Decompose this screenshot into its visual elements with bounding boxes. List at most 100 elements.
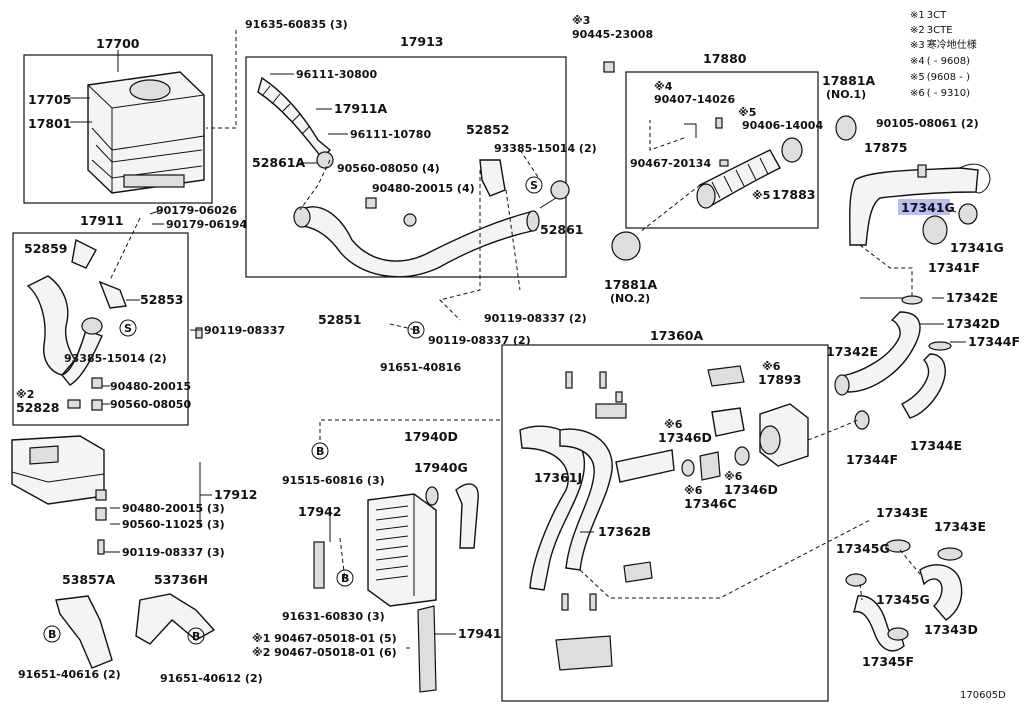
label-17341f[interactable]: 17341F xyxy=(928,260,980,275)
label-93385-15014-left[interactable]: 93385-15014 (2) xyxy=(64,352,167,365)
bolt-90119-res[interactable] xyxy=(97,539,105,555)
clamp-17342e[interactable] xyxy=(901,295,923,305)
clamp-17881a-no2[interactable] xyxy=(611,231,641,261)
label-91651-40612[interactable]: 91651-40612 (2) xyxy=(160,672,263,685)
intake-hose-17911a[interactable] xyxy=(257,76,332,160)
clamp-17344f[interactable] xyxy=(854,410,870,430)
hose-17341f[interactable] xyxy=(922,215,948,245)
bracket-lower-17893[interactable] xyxy=(711,407,745,437)
label-17342e-lower[interactable]: 17342E xyxy=(826,344,878,359)
label-90179-06194[interactable]: 90179-06194 xyxy=(166,218,247,231)
label-17343e-2[interactable]: 17343E xyxy=(934,519,986,534)
clamp-17881a-no1[interactable] xyxy=(835,115,857,141)
air-hose-17883[interactable] xyxy=(696,149,781,209)
intake-duct-17911[interactable] xyxy=(26,275,103,386)
label-17880[interactable]: 17880 xyxy=(703,51,747,66)
bolt-17360a-4[interactable] xyxy=(561,593,569,611)
label-90119-08337[interactable]: 90119-08337 xyxy=(204,324,285,337)
label-17345g-2[interactable]: 17345G xyxy=(876,592,930,607)
label-52861[interactable]: 52861 xyxy=(540,222,584,237)
label-52861a[interactable]: 52861A xyxy=(252,155,305,170)
label-53736h[interactable]: 53736H xyxy=(154,572,208,587)
pipe-17361j[interactable] xyxy=(519,425,613,591)
clamp-52861[interactable] xyxy=(550,180,570,200)
grommet-90480-left[interactable] xyxy=(91,377,103,389)
hose-17344e[interactable] xyxy=(901,353,946,419)
bracket-52852[interactable] xyxy=(479,159,506,197)
bracket-17362b[interactable] xyxy=(623,561,653,583)
air-cleaner-assembly[interactable] xyxy=(87,71,205,194)
label-17893[interactable]: 17893 xyxy=(758,372,802,387)
label-17940g[interactable]: 17940G xyxy=(414,460,468,475)
label-91651-40616[interactable]: 91651-40616 (2) xyxy=(18,668,121,681)
grommet-90480-res[interactable] xyxy=(95,489,107,501)
plug-90406[interactable] xyxy=(715,117,723,129)
label-17940d[interactable]: 17940D xyxy=(404,429,458,444)
label-17343e-1[interactable]: 17343E xyxy=(876,505,928,520)
bracket-17360a[interactable] xyxy=(595,403,627,419)
label-17344f[interactable]: 17344F xyxy=(846,452,898,467)
label-17881a-no2[interactable]: 17881A xyxy=(604,277,657,292)
label-91651-40816[interactable]: 91651-40816 xyxy=(380,361,461,374)
label-17344f-top[interactable]: 17344F xyxy=(968,334,1020,349)
bolt-90105[interactable] xyxy=(917,164,927,178)
resonator-17912[interactable] xyxy=(11,435,105,505)
bracket-bottom-17360a[interactable] xyxy=(555,635,613,671)
label-90560-11025[interactable]: 90560-11025 (3) xyxy=(122,518,225,531)
clip-90467[interactable] xyxy=(719,159,729,167)
label-90105-08061[interactable]: 90105-08061 (2) xyxy=(876,117,979,130)
label-17345g-1[interactable]: 17345G xyxy=(836,541,890,556)
label-17344e[interactable]: 17344E xyxy=(910,438,962,453)
clamp-17343e-2[interactable] xyxy=(937,547,963,561)
label-17341g[interactable]: 17341G xyxy=(950,240,1004,255)
intake-pipe-17875[interactable] xyxy=(849,163,991,246)
intercooler-17940d[interactable] xyxy=(367,493,437,607)
bracket-53857a[interactable] xyxy=(55,595,113,669)
bolt-17360a-5[interactable] xyxy=(589,593,597,611)
label-90445-23008[interactable]: 90445-23008 xyxy=(572,28,653,41)
clamp-17341g[interactable] xyxy=(958,203,978,225)
label-90467-20134[interactable]: 90467-20134 xyxy=(630,157,711,170)
label-17705[interactable]: 17705 xyxy=(28,92,72,107)
duct-17940g[interactable] xyxy=(455,483,479,549)
label-90119-08337-b[interactable]: 90119-08337 (2) xyxy=(428,334,531,347)
label-17362b[interactable]: 17362B xyxy=(598,524,651,539)
label-90560-08050[interactable]: 90560-08050 (4) xyxy=(337,162,440,175)
label-17912[interactable]: 17912 xyxy=(214,487,258,502)
label-90480-20015-left[interactable]: 90480-20015 xyxy=(110,380,191,393)
label-17942[interactable]: 17942 xyxy=(298,504,342,519)
label-17883[interactable]: 17883 xyxy=(772,187,816,202)
bolt-90119-left[interactable] xyxy=(195,327,203,339)
clamp-17343e-1[interactable] xyxy=(885,539,911,553)
label-90406-14004[interactable]: 90406-14004 xyxy=(742,119,823,132)
spacer-90560[interactable] xyxy=(365,197,377,209)
label-52852[interactable]: 52852 xyxy=(466,122,510,137)
label-91631-60830[interactable]: 91631-60830 (3) xyxy=(282,610,385,623)
o-ring-17940g[interactable] xyxy=(425,486,439,506)
label-17881a-no1[interactable]: 17881A xyxy=(822,73,875,88)
label-90480-20015[interactable]: 90480-20015 (4) xyxy=(372,182,475,195)
plug-90445[interactable] xyxy=(603,61,615,73)
label-17700[interactable]: 17700 xyxy=(96,36,140,51)
label-96111-30800[interactable]: 96111-30800 xyxy=(296,68,377,81)
bracket-17893[interactable] xyxy=(707,365,745,387)
bracket-52853[interactable] xyxy=(98,280,127,309)
seal-17941[interactable] xyxy=(417,605,437,693)
clamp-96111[interactable] xyxy=(316,151,334,169)
clamp-17345g-2[interactable] xyxy=(887,627,909,641)
label-93385-15014-top[interactable]: 93385-15014 (2) xyxy=(494,142,597,155)
clamp-17346d-2[interactable] xyxy=(734,446,750,466)
label-52853[interactable]: 52853 xyxy=(140,292,184,307)
hose-17346c[interactable] xyxy=(699,451,721,481)
label-17941[interactable]: 17941 xyxy=(458,626,502,641)
label-90119-08337-res[interactable]: 90119-08337 (3) xyxy=(122,546,225,559)
label-17345f[interactable]: 17345F xyxy=(862,654,914,669)
label-52859[interactable]: 52859 xyxy=(24,241,68,256)
label-90560-08050-left[interactable]: 90560-08050 xyxy=(110,398,191,411)
label-96111-10780[interactable]: 96111-10780 xyxy=(350,128,431,141)
label-90119-08337-a[interactable]: 90119-08337 (2) xyxy=(484,312,587,325)
label-17801[interactable]: 17801 xyxy=(28,116,72,131)
clamp-17344f-top[interactable] xyxy=(928,341,952,351)
label-17911a[interactable]: 17911A xyxy=(334,101,387,116)
label-17913[interactable]: 17913 xyxy=(400,34,444,49)
